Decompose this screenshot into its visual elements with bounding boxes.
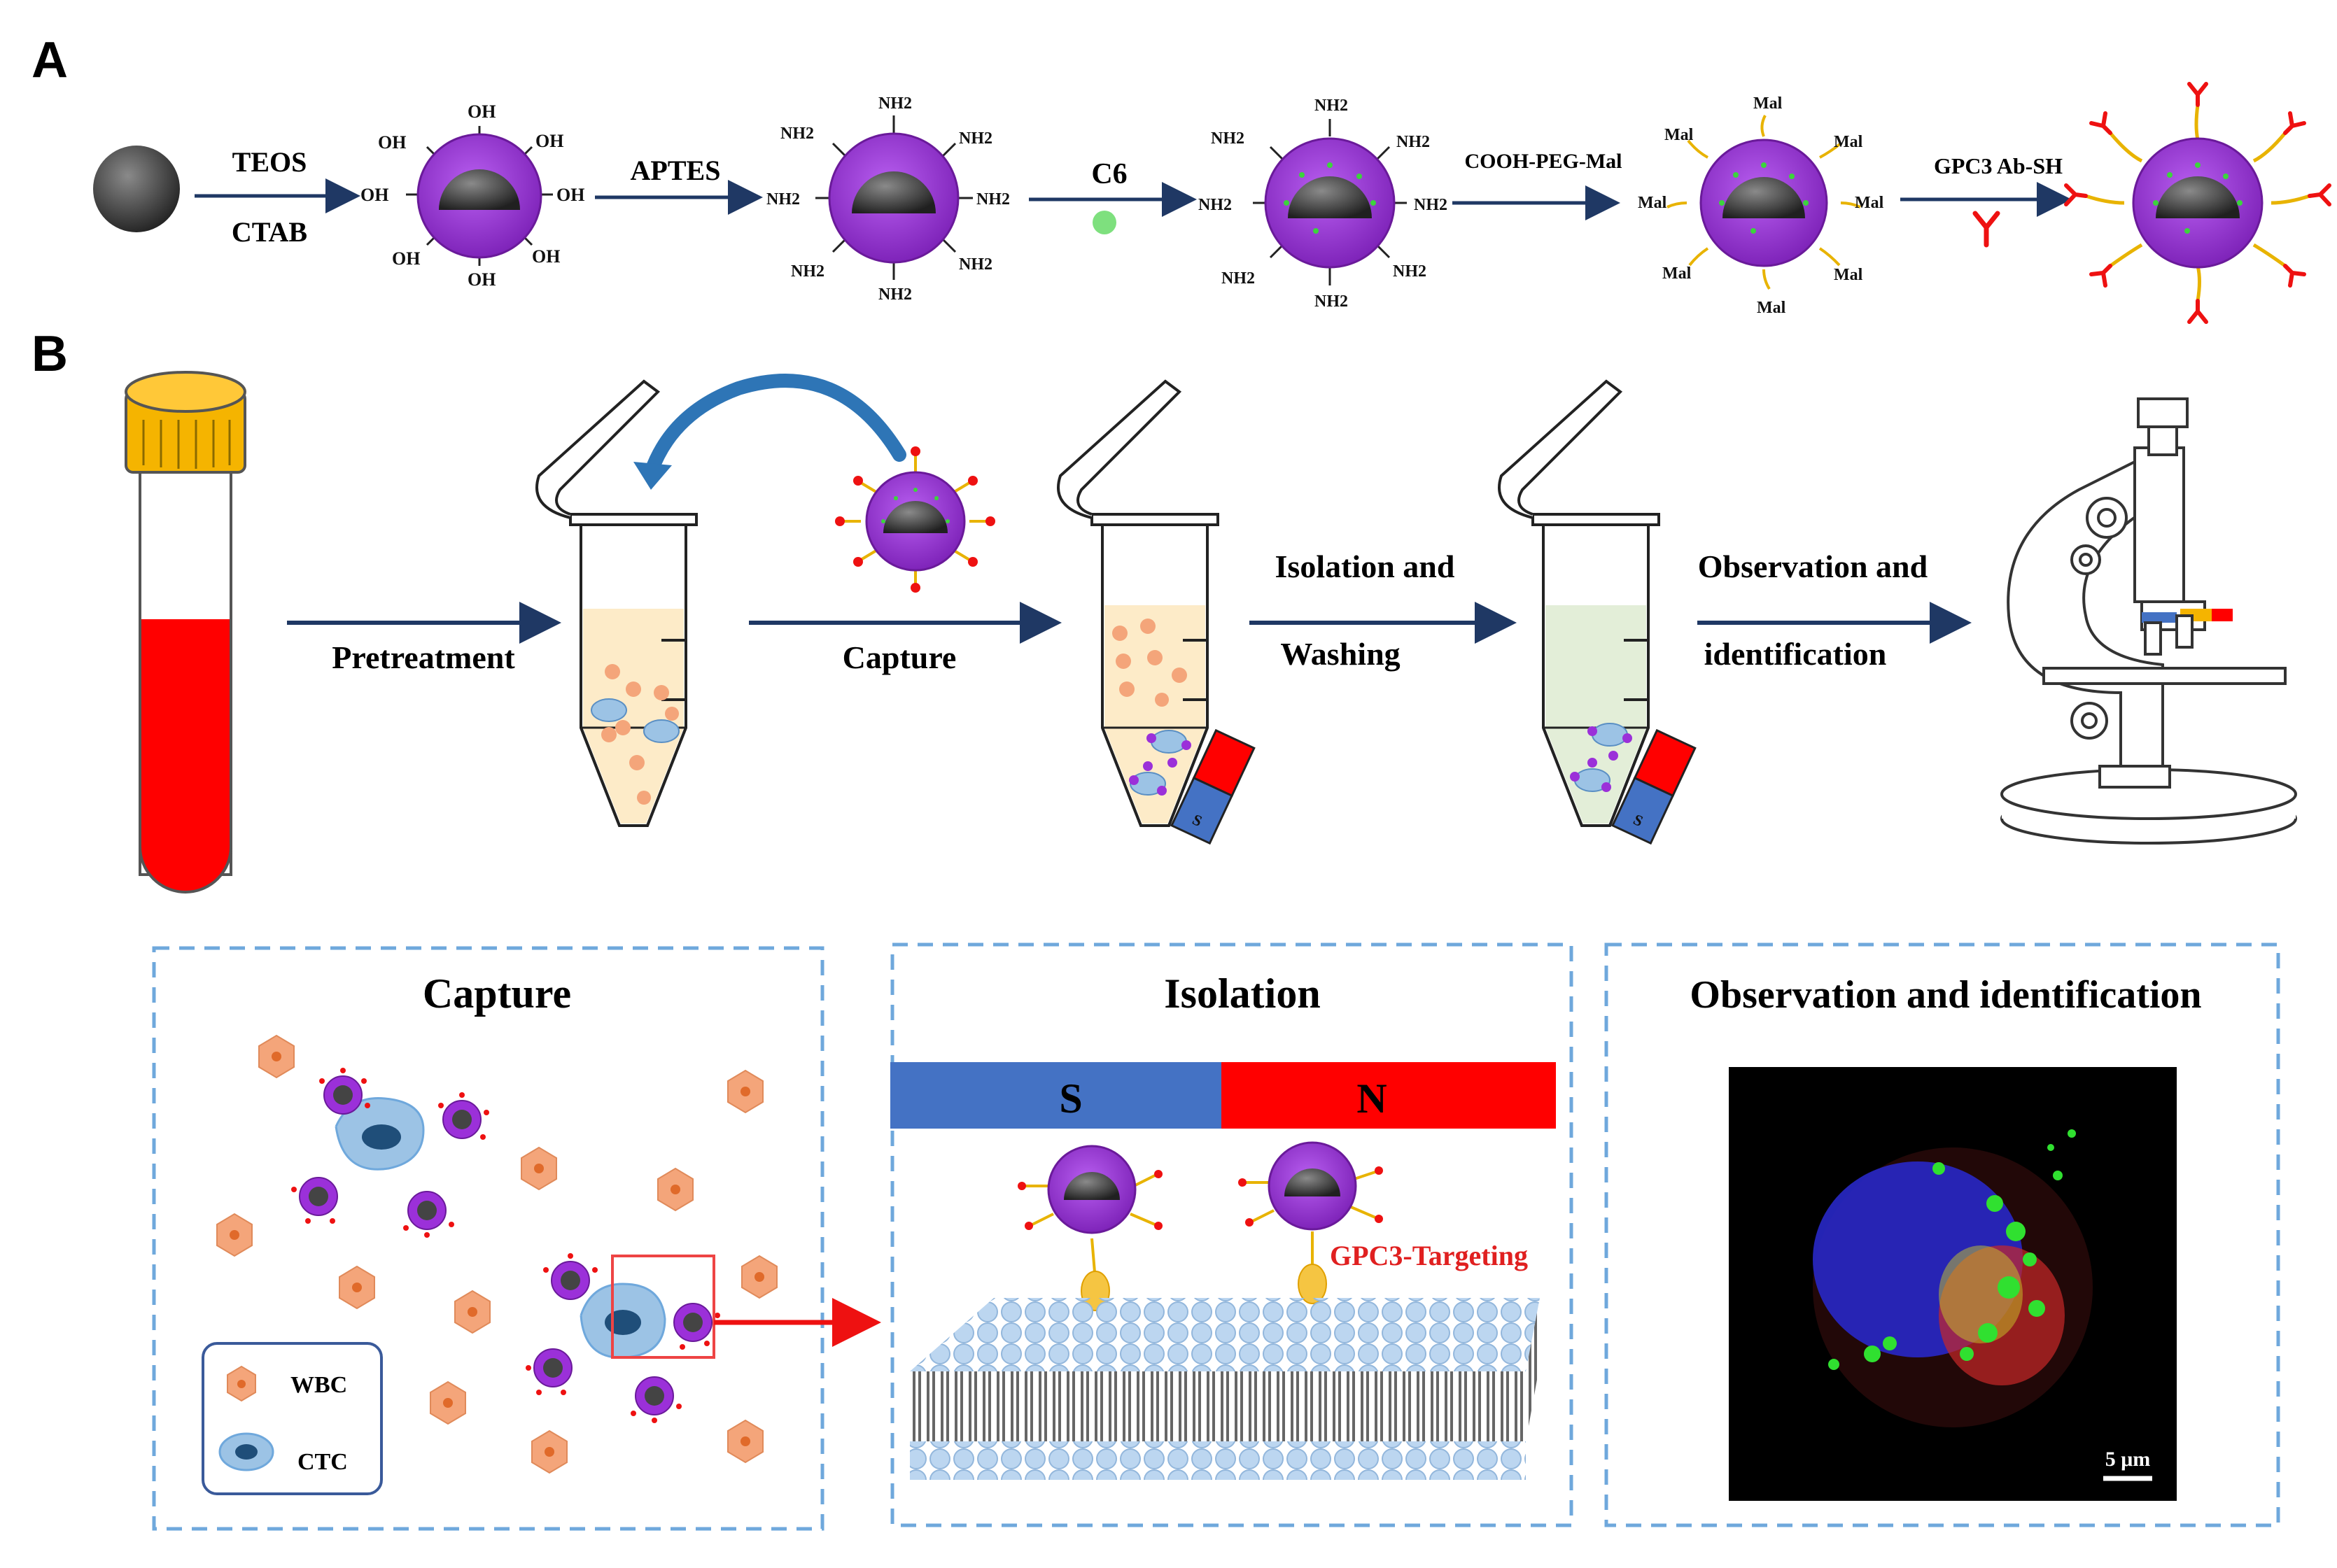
legend-box (202, 1342, 383, 1495)
zoom-highlight-box (611, 1255, 715, 1359)
washing-step-label: Washing (1280, 636, 1400, 672)
svg-text:NH2: NH2 (976, 190, 1010, 209)
svg-text:Mal: Mal (1753, 94, 1783, 113)
magnet-n-label: N (1356, 1075, 1387, 1122)
svg-text:NH2: NH2 (878, 285, 912, 304)
magnetic-core (93, 146, 180, 232)
pretreatment-label: Pretreatment (332, 640, 515, 675)
antibody-icon (1972, 211, 2000, 248)
isolation-box-title: Isolation (1164, 970, 1320, 1017)
svg-text:OH: OH (378, 132, 406, 153)
svg-text:NH2: NH2 (791, 262, 824, 281)
dye-loaded-particle: NH2 NH2 NH2 NH2 NH2 NH2 NH2 NH2 (1198, 97, 1447, 311)
blood-collection-tube (125, 371, 246, 894)
svg-text:NH2: NH2 (1198, 196, 1232, 214)
fluorescent-cell (1813, 1129, 2093, 1427)
svg-text:NH2: NH2 (1221, 269, 1255, 288)
observation-box-title: Observation and identification (1690, 973, 2201, 1017)
svg-text:NH2: NH2 (780, 125, 814, 143)
svg-text:OH: OH (535, 131, 563, 151)
step3-top-label: C6 (1091, 158, 1127, 190)
capture-scene (216, 1034, 778, 1474)
silica-particle-oh: OH OH OH OH OH OH OH OH (360, 101, 584, 290)
cell-membrane-bilayer (910, 1298, 1540, 1480)
svg-text:Mal: Mal (1662, 264, 1692, 283)
svg-text:NH2: NH2 (1211, 129, 1244, 148)
capture-box-title: Capture (423, 970, 571, 1017)
svg-text:Mal: Mal (1834, 266, 1863, 284)
svg-text:Mal: Mal (1855, 194, 1884, 212)
svg-text:NH2: NH2 (766, 190, 800, 209)
nanoprobe-icon (835, 446, 995, 593)
observation-box (1604, 942, 2280, 1527)
capture-tube: S (1057, 379, 1256, 845)
svg-text:OH: OH (360, 185, 388, 205)
isolation-step-label: Isolation and (1275, 549, 1455, 584)
svg-text:OH: OH (556, 185, 584, 205)
legend-wbc-label: WBC (290, 1372, 347, 1398)
panel-b-label: B (31, 326, 68, 382)
svg-text:OH: OH (392, 248, 420, 269)
svg-text:Mal: Mal (1834, 133, 1863, 151)
svg-text:NH2: NH2 (878, 94, 912, 113)
svg-text:Mal: Mal (1757, 299, 1786, 317)
svg-text:Mal: Mal (1664, 126, 1694, 144)
gpc3-targeting-label: GPC3-Targeting (1330, 1240, 1528, 1271)
svg-text:NH2: NH2 (959, 255, 992, 274)
magnet-s-pole (890, 1062, 1221, 1129)
antibody-nanoprobe (2064, 82, 2331, 324)
capture-box (152, 946, 824, 1531)
c6-dye-dot (1093, 211, 1116, 234)
svg-text:NH2: NH2 (959, 129, 992, 148)
legend-ctc-label: CTC (297, 1449, 348, 1475)
scale-bar-label: 5 μm (2105, 1448, 2151, 1471)
magnet-s-label: S (1059, 1075, 1082, 1122)
svg-text:NH2: NH2 (1414, 196, 1447, 214)
sample-tube (535, 379, 698, 827)
step4-top-label: COOH-PEG-Mal (1465, 150, 1622, 173)
amine-particle: NH2 NH2 NH2 NH2 NH2 NH2 NH2 NH2 (766, 94, 1010, 304)
identification-step-label: identification (1704, 636, 1887, 672)
step2-top-label: APTES (631, 155, 721, 186)
washed-tube: S (1498, 379, 1697, 845)
step5-top-label: GPC3 Ab-SH (1934, 153, 2063, 178)
svg-text:NH2: NH2 (1314, 292, 1348, 311)
step1-bottom-label: CTAB (232, 216, 307, 248)
observation-step-label: Observation and (1698, 549, 1928, 584)
isolation-box (890, 942, 1573, 1527)
microscope-icon (2000, 397, 2297, 845)
svg-text:Mal: Mal (1638, 194, 1667, 212)
capture-step-label: Capture (843, 640, 957, 675)
svg-text:OH: OH (468, 101, 496, 122)
svg-text:NH2: NH2 (1393, 262, 1426, 281)
step1-top-label: TEOS (232, 146, 307, 178)
svg-text:NH2: NH2 (1396, 133, 1430, 151)
maleimide-particle: Mal Mal Mal Mal Mal Mal Mal Mal (1638, 94, 1884, 317)
panel-a-label: A (31, 32, 68, 88)
svg-text:NH2: NH2 (1314, 97, 1348, 115)
bound-nanoprobes (1018, 1141, 1383, 1311)
svg-text:OH: OH (468, 269, 496, 290)
svg-text:OH: OH (532, 246, 560, 267)
magnet-n-pole (1221, 1062, 1556, 1129)
curved-add-arrow (644, 374, 906, 479)
